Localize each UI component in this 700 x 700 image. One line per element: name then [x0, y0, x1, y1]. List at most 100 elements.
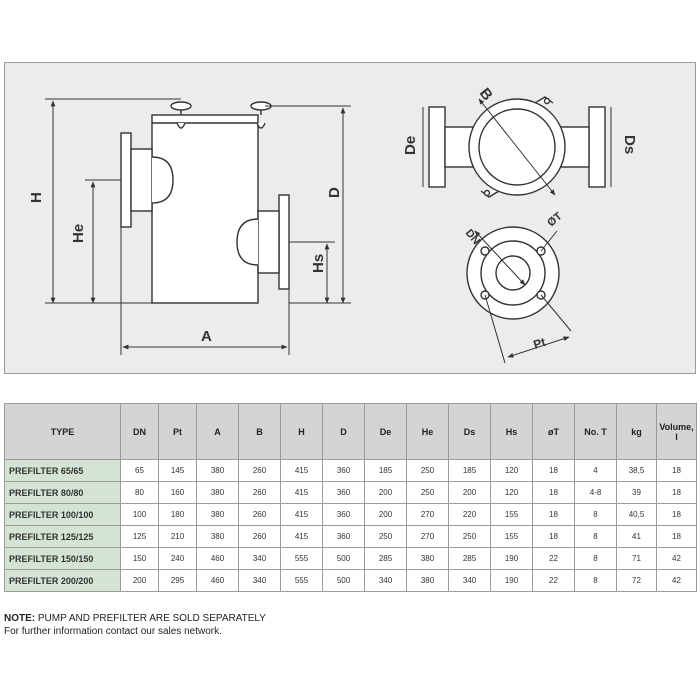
table-cell: 150 [120, 547, 159, 570]
label-ot: ØT [545, 210, 565, 229]
notes: NOTE: PUMP AND PREFILTER ARE SOLD SEPARA… [4, 612, 266, 638]
table-cell: 185 [364, 459, 407, 482]
technical-drawing: H He A D Hs De Ds B DN ØT Pt [4, 62, 696, 374]
header-de: De [364, 403, 407, 460]
header-b: B [238, 403, 281, 460]
table-cell: 155 [490, 525, 533, 548]
table-cell: 500 [322, 569, 365, 592]
note-label: NOTE: [4, 613, 36, 624]
header-kg: kg [616, 403, 657, 460]
table-cell: 160 [158, 481, 197, 504]
header-volume: Volume, l [656, 403, 697, 460]
table-cell: 200 [364, 503, 407, 526]
header-pt: Pt [158, 403, 197, 460]
table-cell: 200 [448, 481, 491, 504]
table-cell: 360 [322, 459, 365, 482]
prefilter-body [151, 114, 259, 304]
top-outlet-flange [588, 106, 606, 188]
table-cell: 72 [616, 569, 657, 592]
label-d: D [326, 187, 343, 198]
label-h: H [28, 192, 45, 203]
table-cell: 380 [196, 459, 239, 482]
table-cell: 415 [280, 525, 323, 548]
table-cell: 415 [280, 459, 323, 482]
side-view [120, 101, 290, 304]
table-cell: 18 [532, 525, 575, 548]
table-cell: 190 [490, 569, 533, 592]
header-no-t: No. T [574, 403, 617, 460]
label-a: A [201, 328, 212, 345]
top-dimensions [422, 98, 612, 196]
table-cell: 380 [196, 503, 239, 526]
table-cell: 360 [322, 525, 365, 548]
table-cell: 555 [280, 569, 323, 592]
table-cell: 38,5 [616, 459, 657, 482]
table-cell: 18 [656, 459, 697, 482]
header-dn: DN [120, 403, 159, 460]
table-cell-type: PREFILTER 150/150 [4, 547, 121, 570]
table-cell: 42 [656, 547, 697, 570]
table-cell: 250 [448, 525, 491, 548]
table-cell: 8 [574, 503, 617, 526]
table-cell: 250 [406, 459, 449, 482]
table-cell: 40,5 [616, 503, 657, 526]
label-hs: Hs [310, 254, 327, 273]
table-cell: 22 [532, 547, 575, 570]
table-cell: 65 [120, 459, 159, 482]
table-cell: 8 [574, 569, 617, 592]
table-cell: 185 [448, 459, 491, 482]
table-cell: 415 [280, 481, 323, 504]
side-dimensions [45, 98, 351, 355]
table-cell: 380 [406, 547, 449, 570]
header-he: He [406, 403, 449, 460]
header-ot: øT [532, 403, 575, 460]
table-cell-type: PREFILTER 65/65 [4, 459, 121, 482]
outlet-pipe [257, 210, 280, 274]
table-cell: 200 [364, 481, 407, 504]
header-h: H [280, 403, 323, 460]
table-cell: 120 [490, 481, 533, 504]
table-cell: 18 [656, 481, 697, 504]
table-cell: 260 [238, 459, 281, 482]
table-cell: 460 [196, 547, 239, 570]
header-a: A [196, 403, 239, 460]
table-cell: 460 [196, 569, 239, 592]
drawing-svg: H He A D Hs De Ds B DN ØT Pt [28, 85, 638, 364]
label-de: De [402, 136, 419, 155]
table-header-row: TYPE DN Pt A B H D De He Ds Hs øT No. T … [4, 403, 697, 460]
header-d: D [322, 403, 365, 460]
flange-view [466, 226, 560, 320]
table-cell: 145 [158, 459, 197, 482]
table-cell-type: PREFILTER 100/100 [4, 503, 121, 526]
table-cell: 250 [406, 481, 449, 504]
table-cell: 295 [158, 569, 197, 592]
flange-dimensions [474, 230, 572, 364]
table-cell: 270 [406, 525, 449, 548]
table-cell: 260 [238, 525, 281, 548]
table-cell: 340 [238, 569, 281, 592]
table-cell-type: PREFILTER 80/80 [4, 481, 121, 504]
table-cell: 18 [532, 481, 575, 504]
table-cell: 340 [238, 547, 281, 570]
table-cell: 270 [406, 503, 449, 526]
table-cell: 380 [406, 569, 449, 592]
table-cell: 41 [616, 525, 657, 548]
right-clamp [256, 122, 266, 129]
label-he: He [70, 224, 87, 243]
header-ds: Ds [448, 403, 491, 460]
table-cell: 80 [120, 481, 159, 504]
note-text: PUMP AND PREFILTER ARE SOLD SEPARATELY [35, 613, 266, 624]
table-cell: 39 [616, 481, 657, 504]
table-cell: 285 [448, 547, 491, 570]
table-cell: 380 [196, 481, 239, 504]
label-pt: Pt [532, 335, 548, 352]
table-cell: 4 [574, 459, 617, 482]
outlet-flange [278, 194, 290, 290]
header-hs: Hs [490, 403, 533, 460]
table-cell: 260 [238, 481, 281, 504]
left-clamp [176, 122, 186, 129]
inlet-pipe [130, 148, 153, 212]
